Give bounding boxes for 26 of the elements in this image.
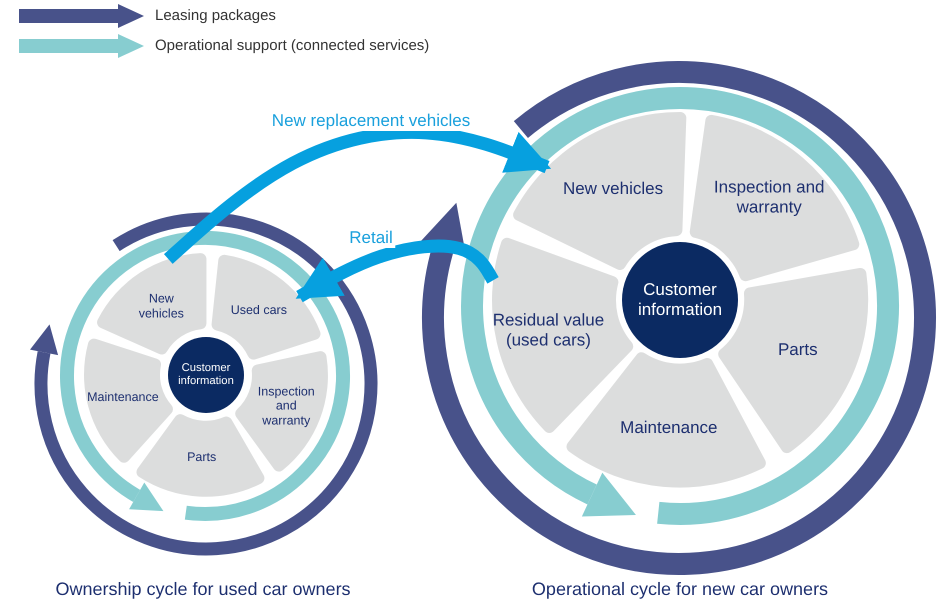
cycle-segment: [94, 253, 206, 356]
cycle-caption: Ownership cycle for used car owners: [55, 579, 351, 600]
legend-label: Leasing packages: [155, 7, 276, 24]
cycle-segment: [564, 350, 768, 488]
segment-label: Residual value (used cars): [492, 310, 606, 350]
center-label: Customer information: [177, 362, 235, 388]
segment-label: Used cars: [230, 302, 288, 317]
segment-label: New vehicles: [562, 178, 664, 198]
cycle-segment: [233, 350, 328, 474]
cycle-segment: [511, 112, 687, 272]
segment-label: New vehicles: [138, 292, 185, 321]
segment-label: Maintenance: [86, 390, 160, 404]
cycle-segment: [688, 114, 861, 282]
center-circle: [168, 337, 244, 413]
legend-label: Operational support (connected services): [155, 37, 430, 54]
center-label: Customer information: [636, 280, 724, 320]
segment-label: Parts: [776, 340, 819, 360]
cycle-caption: Operational cycle for new car owners: [532, 579, 828, 600]
cycle-segment: [210, 254, 322, 361]
segment-label: Maintenance: [619, 418, 718, 438]
cycle-segment: [84, 337, 176, 466]
curved-arrow: [296, 240, 499, 302]
center-circle: [622, 242, 738, 358]
segment-label: Parts: [186, 450, 218, 464]
segment-label: Inspection and warranty: [256, 384, 316, 428]
segment-label: Inspection and warranty: [712, 178, 826, 217]
